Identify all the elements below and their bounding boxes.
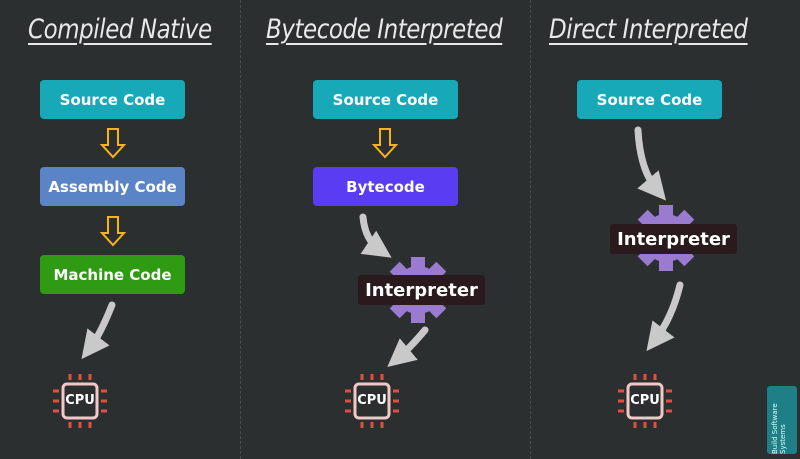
source-code-box: Source Code [40,80,185,119]
curved-arrow-icon [646,281,684,352]
interpreter-label: Interpreter [358,275,485,305]
title-compiled-native: Compiled Native [28,14,212,45]
down-arrow-icon [373,128,397,158]
title-bytecode-interpreted: Bytecode Interpreted [266,14,503,45]
divider-2 [530,0,531,459]
down-arrow-icon [101,216,125,246]
machine-code-box: Machine Code [40,255,185,294]
build-software-systems-logo: Build Software Systems [767,386,797,454]
cpu-label: CPU [630,393,660,408]
down-arrow-icon [101,128,125,158]
bytecode-box: Bytecode [313,167,458,206]
curved-arrow-icon [81,301,116,360]
source-code-box: Source Code [313,80,458,119]
cpu-label: CPU [65,393,95,408]
assembly-code-box: Assembly Code [40,167,185,206]
curved-arrow-icon [634,126,667,201]
curved-arrow-icon [387,326,429,367]
title-direct-interpreted: Direct Interpreted [549,14,748,45]
interpreter-label: Interpreter [610,224,737,254]
divider-1 [240,0,241,459]
cpu-label: CPU [357,393,387,408]
logo-text: Build Software Systems [771,403,787,454]
source-code-box: Source Code [577,80,722,119]
curved-arrow-icon [359,213,392,258]
